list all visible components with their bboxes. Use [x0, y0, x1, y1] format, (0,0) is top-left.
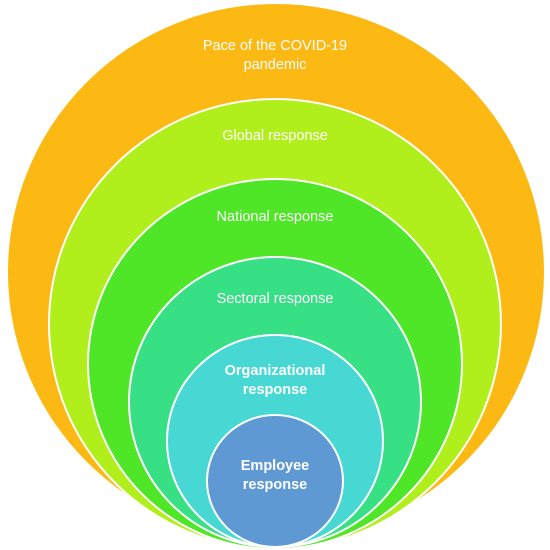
ring-employee-response [206, 414, 344, 548]
label-employee-response: Employee response [240, 458, 310, 493]
label-global-response: Global response [222, 128, 328, 144]
label-pandemic-pace: Pace of the COVID-19 pandemic [202, 38, 348, 73]
label-organizational-response: Organizational response [224, 363, 326, 398]
label-national-response: National response [216, 209, 334, 225]
label-sectoral-response: Sectoral response [216, 291, 334, 307]
